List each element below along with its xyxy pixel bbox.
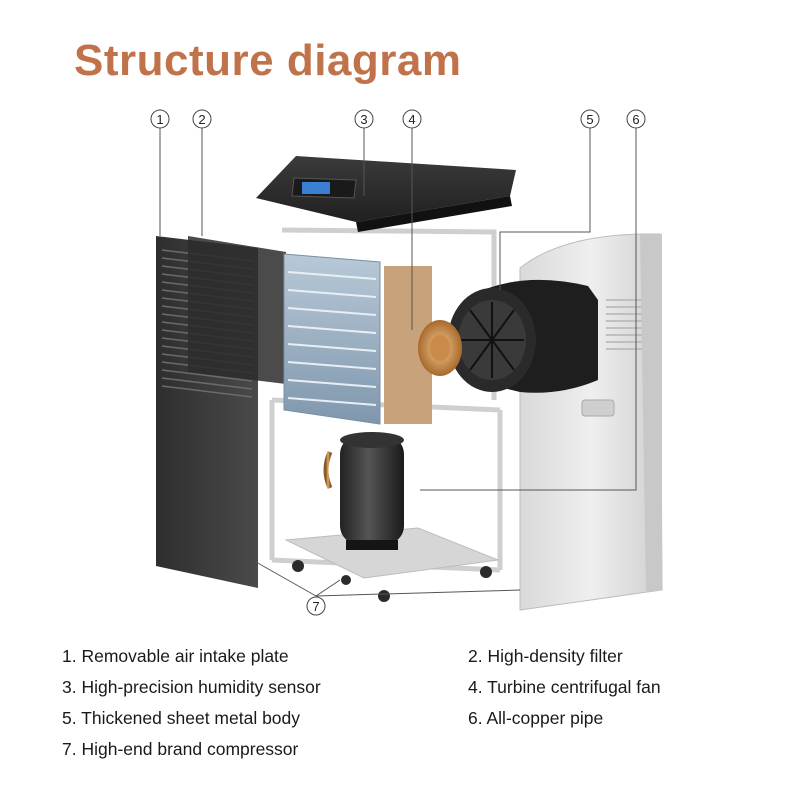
legend-item-1: 1. Removable air intake plate bbox=[62, 646, 289, 666]
legend-item-5: 5. Thickened sheet metal body bbox=[62, 708, 301, 728]
compressor bbox=[323, 432, 404, 550]
svg-text:1: 1 bbox=[156, 112, 163, 127]
turbine-centrifugal-fan bbox=[418, 279, 598, 393]
legend-item-6: 6. All-copper pipe bbox=[468, 708, 604, 728]
svg-text:5: 5 bbox=[586, 112, 593, 127]
callout-4: 4 bbox=[402, 109, 422, 129]
leader-lines bbox=[159, 128, 637, 597]
base-tray bbox=[284, 527, 500, 602]
page-title: Structure diagram bbox=[74, 36, 462, 85]
callout-7: 7 bbox=[306, 596, 326, 616]
callout-1: 1 bbox=[150, 109, 170, 129]
humidity-sensor-display bbox=[291, 177, 357, 199]
callout-3: 3 bbox=[354, 109, 374, 129]
callout-numbers: 1 2 3 4 5 6 7 bbox=[150, 109, 646, 616]
callout-6: 6 bbox=[626, 109, 646, 129]
svg-text:4: 4 bbox=[408, 112, 415, 127]
svg-text:2: 2 bbox=[198, 112, 205, 127]
callout-2: 2 bbox=[192, 109, 212, 129]
legend-item-4: 4. Turbine centrifugal fan bbox=[468, 677, 661, 697]
svg-text:3: 3 bbox=[360, 112, 367, 127]
legend-item-7: 7. High-end brand compressor bbox=[62, 739, 299, 759]
legend-item-3: 3. High-precision humidity sensor bbox=[62, 677, 321, 697]
svg-text:7: 7 bbox=[312, 599, 319, 614]
high-density-filter bbox=[188, 236, 286, 384]
legend-item-2: 2. High-density filter bbox=[468, 646, 623, 666]
svg-text:6: 6 bbox=[632, 112, 639, 127]
evaporator-coil bbox=[283, 253, 381, 425]
top-cover bbox=[256, 156, 516, 232]
callout-5: 5 bbox=[580, 109, 600, 129]
